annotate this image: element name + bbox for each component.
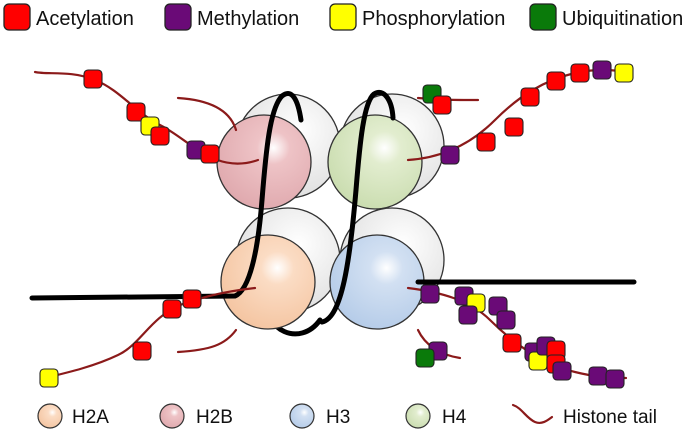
acetylation-marker	[182, 289, 202, 309]
histone-tail-swatch	[511, 403, 554, 425]
methylation-marker	[552, 361, 572, 381]
modification-legend: Acetylation Methylation Phosphorylation …	[3, 3, 683, 31]
dna-entry-strand	[29, 91, 304, 301]
acetylation-marker	[504, 117, 524, 137]
tail-h3-right	[406, 286, 628, 380]
h3-swatch	[289, 403, 315, 429]
h2a-label: H2A	[72, 407, 109, 428]
acetylation-label: Acetylation	[36, 8, 134, 30]
ubiquitination-marker	[415, 348, 435, 368]
histone-legend: H2A H2B H3 H4 Histone tail	[37, 403, 657, 429]
phosphorylation-label: Phosphorylation	[362, 8, 505, 30]
histone-h4	[327, 114, 423, 210]
legend-methylation: Methylation	[164, 3, 299, 31]
methylation-marker	[420, 284, 440, 304]
legend-h4: H4	[405, 403, 467, 429]
acetylation-marker	[132, 341, 152, 361]
ubiquitination-swatch	[529, 3, 557, 31]
legend-acetylation: Acetylation	[3, 3, 134, 31]
h2b-swatch	[159, 403, 185, 429]
acetylation-marker	[432, 95, 452, 115]
dna-front	[29, 90, 637, 325]
phosphorylation-swatch	[329, 3, 357, 31]
methylation-marker	[605, 369, 625, 389]
histone-tail-label: Histone tail	[563, 407, 657, 428]
h3-label: H3	[326, 407, 350, 428]
ubiquitination-label: Ubiquitination	[562, 8, 683, 30]
phosphorylation-marker	[614, 63, 634, 83]
h2b-label: H2B	[196, 407, 233, 428]
legend-histone-tail: Histone tail	[511, 403, 657, 428]
histone-h2a	[220, 234, 316, 330]
h4-swatch	[405, 403, 431, 429]
histone-tails	[33, 68, 630, 380]
tail-h2a-left	[43, 286, 257, 380]
legend-h2b: H2B	[159, 403, 233, 429]
legend-h2a: H2A	[37, 403, 109, 429]
methylation-label: Methylation	[197, 8, 299, 30]
tail-h2b-lower	[176, 96, 238, 132]
acetylation-marker	[520, 87, 540, 107]
h4-label: H4	[442, 407, 467, 428]
phosphorylation-marker	[39, 368, 59, 388]
h2a-swatch	[37, 403, 63, 429]
methylation-marker	[496, 310, 516, 330]
acetylation-marker	[83, 69, 103, 89]
dna-middle-strand	[319, 90, 396, 325]
acetylation-marker	[502, 333, 522, 353]
methylation-marker	[588, 366, 608, 386]
front-histones	[216, 114, 425, 330]
acetylation-marker	[162, 299, 182, 319]
acetylation-marker	[570, 63, 590, 83]
acetylation-marker	[126, 102, 146, 122]
acetylation-marker	[200, 144, 220, 164]
acetylation-marker	[546, 71, 566, 91]
acetylation-marker	[150, 126, 170, 146]
acetylation-swatch	[3, 3, 31, 31]
legend-h3: H3	[289, 403, 350, 429]
legend-phosphorylation: Phosphorylation	[329, 3, 505, 31]
methylation-marker	[592, 60, 612, 80]
methylation-marker	[458, 305, 478, 325]
methylation-swatch	[164, 3, 192, 31]
methylation-marker	[440, 145, 460, 165]
acetylation-marker	[476, 132, 496, 152]
modification-markers	[39, 60, 634, 389]
legend-ubiquitination: Ubiquitination	[529, 3, 683, 31]
tail-h2a-lower	[176, 328, 238, 354]
